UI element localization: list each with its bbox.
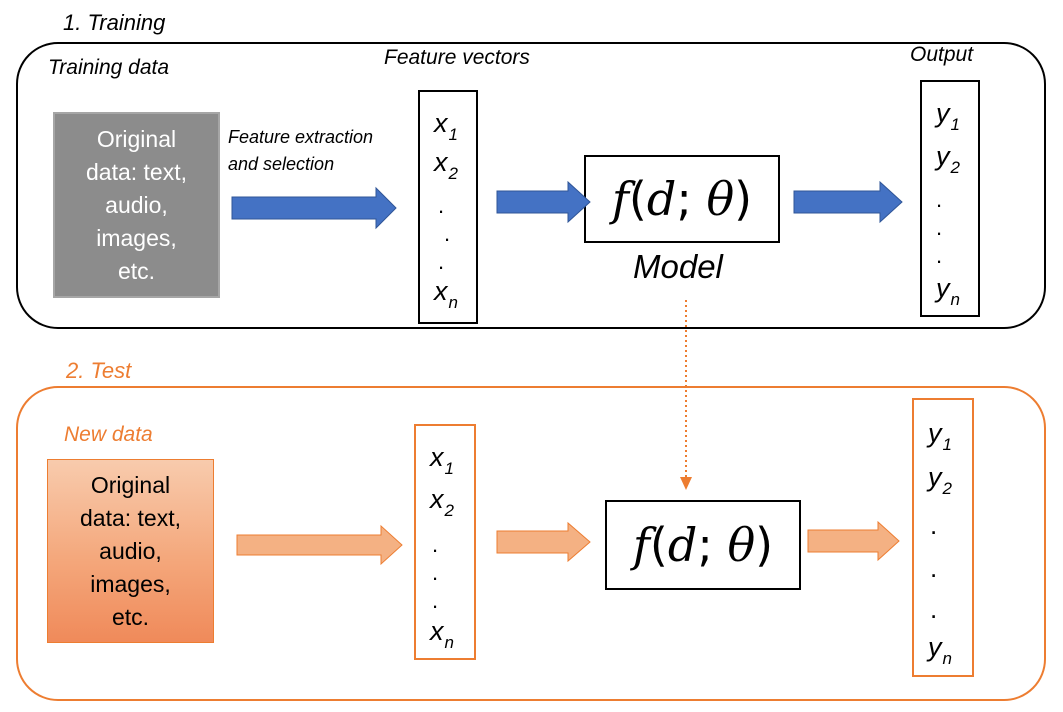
- output-element-y2: y2: [936, 141, 960, 177]
- test-section-title: 2. Test: [66, 358, 132, 383]
- source-line: images,: [96, 224, 177, 251]
- test-arrow-2: [496, 521, 591, 563]
- source-line: etc.: [111, 603, 150, 630]
- vector-element-xn: xn: [434, 276, 458, 312]
- test-panel: [16, 386, 1046, 701]
- model-parameter-symbol: θ: [727, 518, 756, 572]
- vector-element-x2: x2: [434, 147, 458, 183]
- training-data-label: Training data: [48, 56, 170, 79]
- vector-ellipsis-dot: .: [432, 588, 439, 613]
- output-element-y1: y1: [928, 418, 952, 454]
- source-line: Original: [90, 471, 171, 498]
- output-ellipsis-dot: .: [936, 215, 943, 240]
- feature-extraction-line2: and selection: [228, 154, 335, 174]
- test-output-box: y1 y2 . . . yn: [912, 398, 974, 677]
- test-source-data-box: Original data: text, audio, images, etc.: [47, 459, 214, 643]
- source-line: images,: [90, 570, 171, 597]
- output-ellipsis-dot: .: [936, 243, 943, 268]
- output-element-y1: y1: [936, 98, 960, 134]
- model-data-symbol: d: [667, 518, 698, 572]
- output-ellipsis-dot: .: [930, 510, 938, 540]
- feature-extraction-label: Feature extraction and selection: [228, 124, 373, 178]
- source-line: data: text,: [79, 504, 181, 531]
- model-function-symbol: f: [632, 518, 650, 572]
- training-arrow-1: [231, 186, 397, 230]
- vector-ellipsis-dot: .: [438, 249, 445, 274]
- model-label: Model: [633, 248, 723, 285]
- vector-element-x1: x1: [430, 442, 454, 478]
- source-line: data: text,: [85, 158, 187, 185]
- output-ellipsis-dot: .: [936, 187, 943, 212]
- output-element-y2: y2: [928, 462, 952, 498]
- source-line: etc.: [117, 257, 156, 284]
- model-parameter-symbol: θ: [706, 172, 735, 226]
- output-label: Output: [910, 43, 974, 66]
- test-arrow-3: [807, 520, 900, 562]
- vector-ellipsis-dot: .: [432, 532, 439, 557]
- vector-ellipsis-dot: .: [444, 221, 451, 246]
- feature-extraction-line1: Feature extraction: [228, 127, 374, 147]
- output-ellipsis-dot: .: [930, 553, 938, 583]
- test-feature-vector-box: x1 x2 . . . xn: [414, 424, 476, 660]
- training-panel: [16, 42, 1046, 329]
- source-line: Original: [96, 125, 177, 152]
- model-function-symbol: f: [611, 172, 629, 226]
- feature-vectors-label: Feature vectors: [384, 46, 530, 69]
- training-output-box: y1 y2 . . . yn: [920, 80, 980, 317]
- output-element-yn: yn: [928, 632, 952, 668]
- output-element-yn: yn: [936, 273, 960, 309]
- training-model-box: f(d; θ): [584, 155, 780, 243]
- vector-element-xn: xn: [430, 616, 454, 652]
- output-ellipsis-dot: .: [930, 594, 938, 624]
- training-arrow-3: [793, 180, 903, 224]
- model-data-symbol: d: [646, 172, 677, 226]
- training-section-title: 1. Training: [63, 10, 166, 35]
- vector-ellipsis-dot: .: [438, 193, 445, 218]
- model-transfer-arrowhead: [680, 477, 692, 490]
- training-source-data-box: Original data: text, audio, images, etc.: [53, 112, 220, 298]
- test-model-box: f(d; θ): [605, 500, 801, 590]
- test-arrow-1: [236, 524, 403, 566]
- training-arrow-2: [496, 180, 591, 224]
- source-line: audio,: [99, 537, 162, 564]
- vector-element-x2: x2: [430, 484, 454, 520]
- vector-element-x1: x1: [434, 108, 458, 144]
- new-data-label: New data: [64, 423, 153, 446]
- training-feature-vector-box: x1 x2 . . . xn: [418, 90, 478, 324]
- source-line: audio,: [105, 191, 168, 218]
- vector-ellipsis-dot: .: [432, 560, 439, 585]
